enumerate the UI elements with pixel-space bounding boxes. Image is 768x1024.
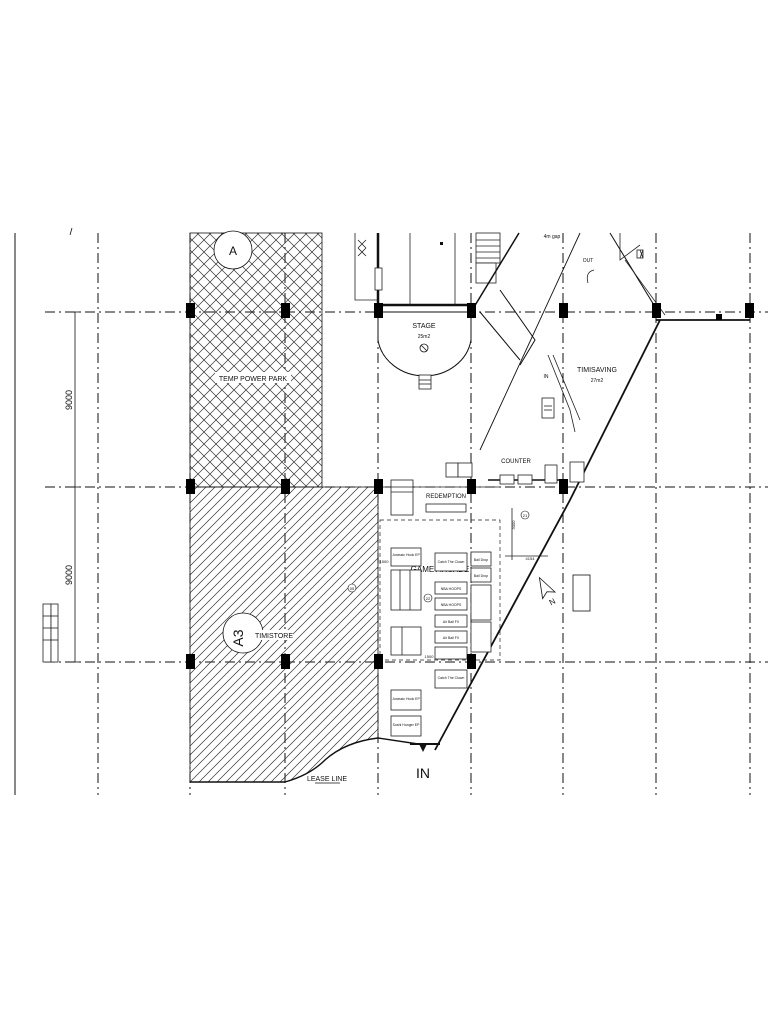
circle-tag-22-text: 22	[426, 596, 431, 601]
game-unit-right-1: Catch The Clown	[438, 560, 465, 564]
top-note: 4m gap	[544, 234, 561, 240]
legend-boxes	[42, 603, 59, 663]
stage-area-label: 25m2	[418, 334, 431, 340]
main-entry: IN	[410, 743, 440, 781]
circle-tag-21	[520, 510, 530, 520]
entry-in-label: IN	[416, 765, 430, 781]
game-unit-right-4: Air Ball FX	[443, 620, 460, 624]
timsaving-area-label: 27m2	[591, 378, 604, 384]
temp-power-park-label: TEMP POWER PARK	[219, 376, 288, 383]
north-arrow-label: N	[548, 596, 558, 607]
temp-power-park-zone	[189, 232, 323, 488]
dim-1500-bottom: 1500	[425, 654, 435, 659]
lease-line	[190, 737, 426, 783]
diagonal-walls	[434, 232, 750, 751]
timistore-label: TIMISTORE	[255, 633, 293, 640]
exit-out-label: OUT	[583, 258, 594, 264]
zone-tag-circle-a	[213, 230, 253, 270]
equipment-box	[572, 574, 591, 612]
game-unit-ball-drop-1: Ball Drop	[474, 558, 488, 562]
dim-4154: 4154	[526, 556, 536, 561]
lease-line-label: LEASE LINE	[307, 776, 347, 783]
game-unit-left-2: Jurassic Hook EP	[392, 697, 420, 701]
game-unit-right-6: Catch The Clown	[438, 676, 465, 680]
redemption-label: REDEMPTION	[426, 494, 466, 500]
game-unit-right-5: Air Ball FX	[443, 636, 460, 640]
timsaving-label: TIMISAVING	[577, 367, 617, 374]
zone-tag-a: A	[229, 244, 237, 258]
game-arcade-area: GAME ARCADE 1500 1500 22 21 3000 4154 Ju…	[380, 508, 548, 737]
circle-tag-05-text: 05	[350, 586, 355, 591]
north-arrow: N	[538, 576, 558, 607]
counter-label: COUNTER	[501, 459, 531, 465]
circle-tag-21-text: 21	[523, 513, 528, 518]
stair	[475, 232, 501, 284]
dimension-line-left: 9000 9000	[64, 227, 80, 663]
stage-area: STAGE 25m2	[354, 233, 472, 390]
game-unit-right-3: NBA HOOPS	[441, 603, 462, 607]
dimension-9000-lower: 9000	[64, 565, 74, 585]
structural-columns	[186, 303, 754, 669]
counter-area: COUNTER	[445, 459, 585, 485]
circle-tag-05	[347, 583, 357, 593]
zone-tag-a3: A3	[230, 629, 246, 646]
game-unit-right-2: NBA HOOPS	[441, 587, 462, 591]
dimension-9000-upper: 9000	[64, 390, 74, 410]
game-unit-left-1: Jurassic Hook EP	[392, 553, 420, 557]
circle-tag-22	[423, 593, 433, 603]
game-unit-ball-drop-2: Ball Drop	[474, 574, 488, 578]
game-unit-left-3: Sushi Hunger EP	[393, 723, 421, 727]
stage-label: STAGE	[412, 323, 436, 330]
redemption-area: REDEMPTION	[378, 479, 500, 516]
entry-in-small: IN	[544, 374, 549, 380]
timsaving-room: TIMISAVING 27m2 IN OUT 4m gap	[541, 234, 617, 433]
dim-1500-top: 1500	[380, 559, 390, 564]
dim-3000: 3000	[511, 520, 516, 530]
